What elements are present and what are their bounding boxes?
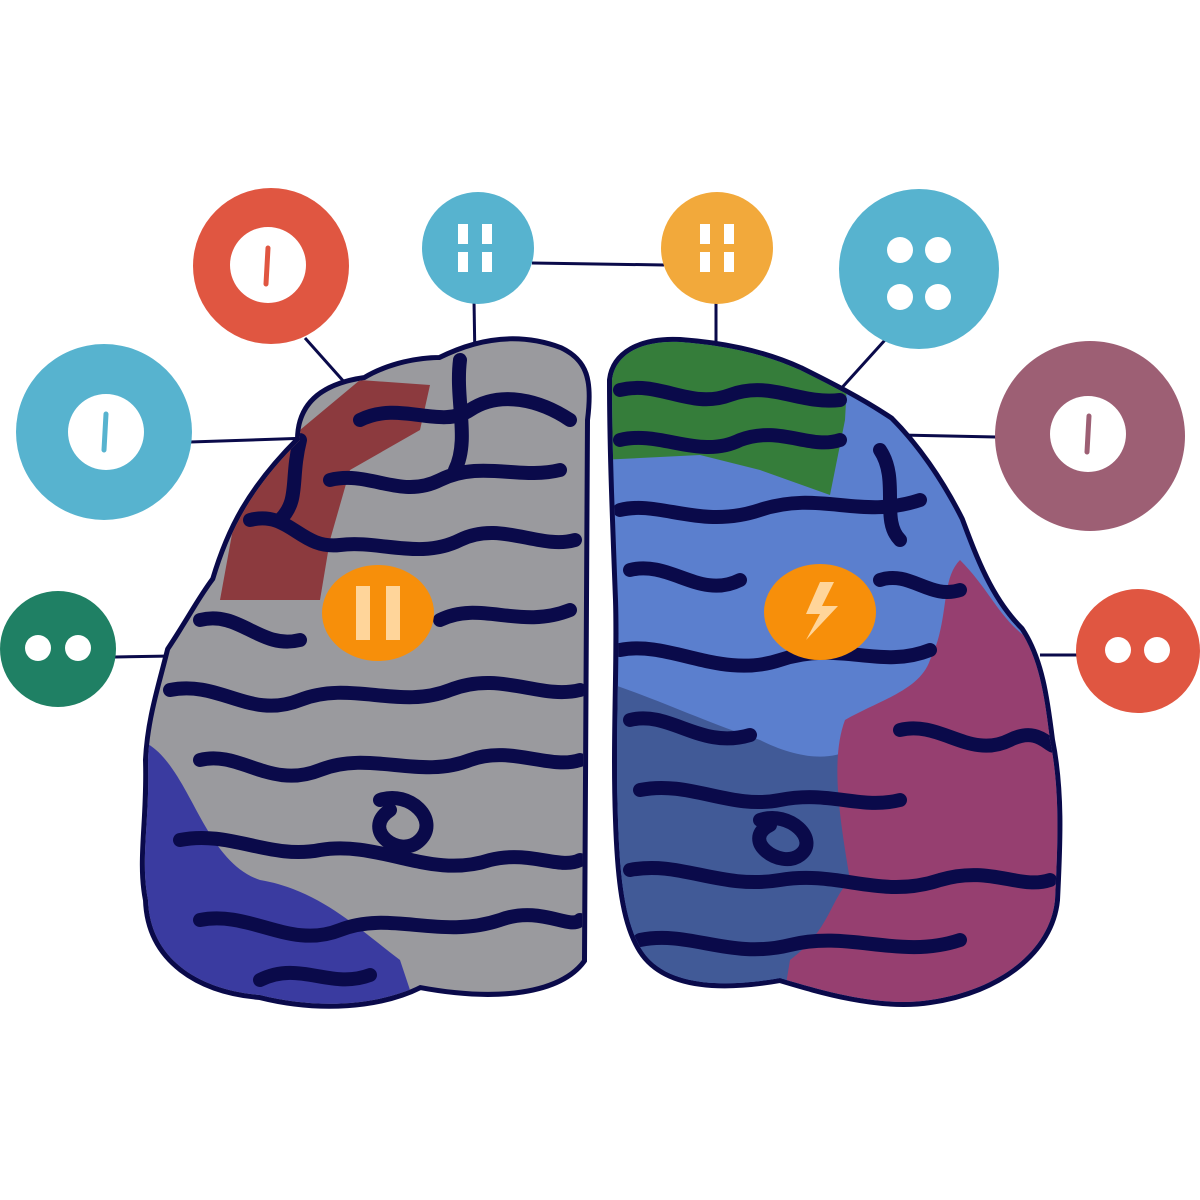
line-in-circle-icon — [1084, 413, 1092, 455]
green-region — [612, 341, 850, 495]
four-bars-icon — [700, 224, 734, 272]
node-blue-line[interactable] — [16, 344, 192, 520]
node-red-dots[interactable] — [1076, 589, 1200, 713]
left-blue-region — [144, 740, 420, 1004]
two-dots-icon — [25, 635, 91, 661]
maroon-region — [220, 380, 430, 600]
connector-lines — [114, 261, 1078, 659]
node-red-line[interactable] — [193, 188, 349, 344]
node-blue-dots[interactable] — [839, 189, 999, 349]
left-hemisphere — [139, 336, 592, 1009]
node-green-dots[interactable] — [0, 591, 116, 707]
magenta-region — [780, 560, 1058, 1002]
four-dots-icon — [887, 237, 951, 310]
left-center-badge — [322, 565, 434, 661]
four-bars-icon — [458, 224, 492, 272]
right-gyri — [613, 380, 1058, 957]
node-blue-grid[interactable] — [422, 192, 534, 304]
line-in-circle-icon — [263, 245, 271, 287]
node-mauve-line[interactable] — [995, 341, 1185, 531]
pause-icon — [356, 586, 400, 640]
left-gyri — [163, 353, 587, 987]
line-in-circle-icon — [101, 411, 109, 453]
two-dots-icon — [1105, 637, 1170, 663]
lightning-icon — [806, 582, 838, 640]
node-orange-grid[interactable] — [661, 192, 773, 304]
